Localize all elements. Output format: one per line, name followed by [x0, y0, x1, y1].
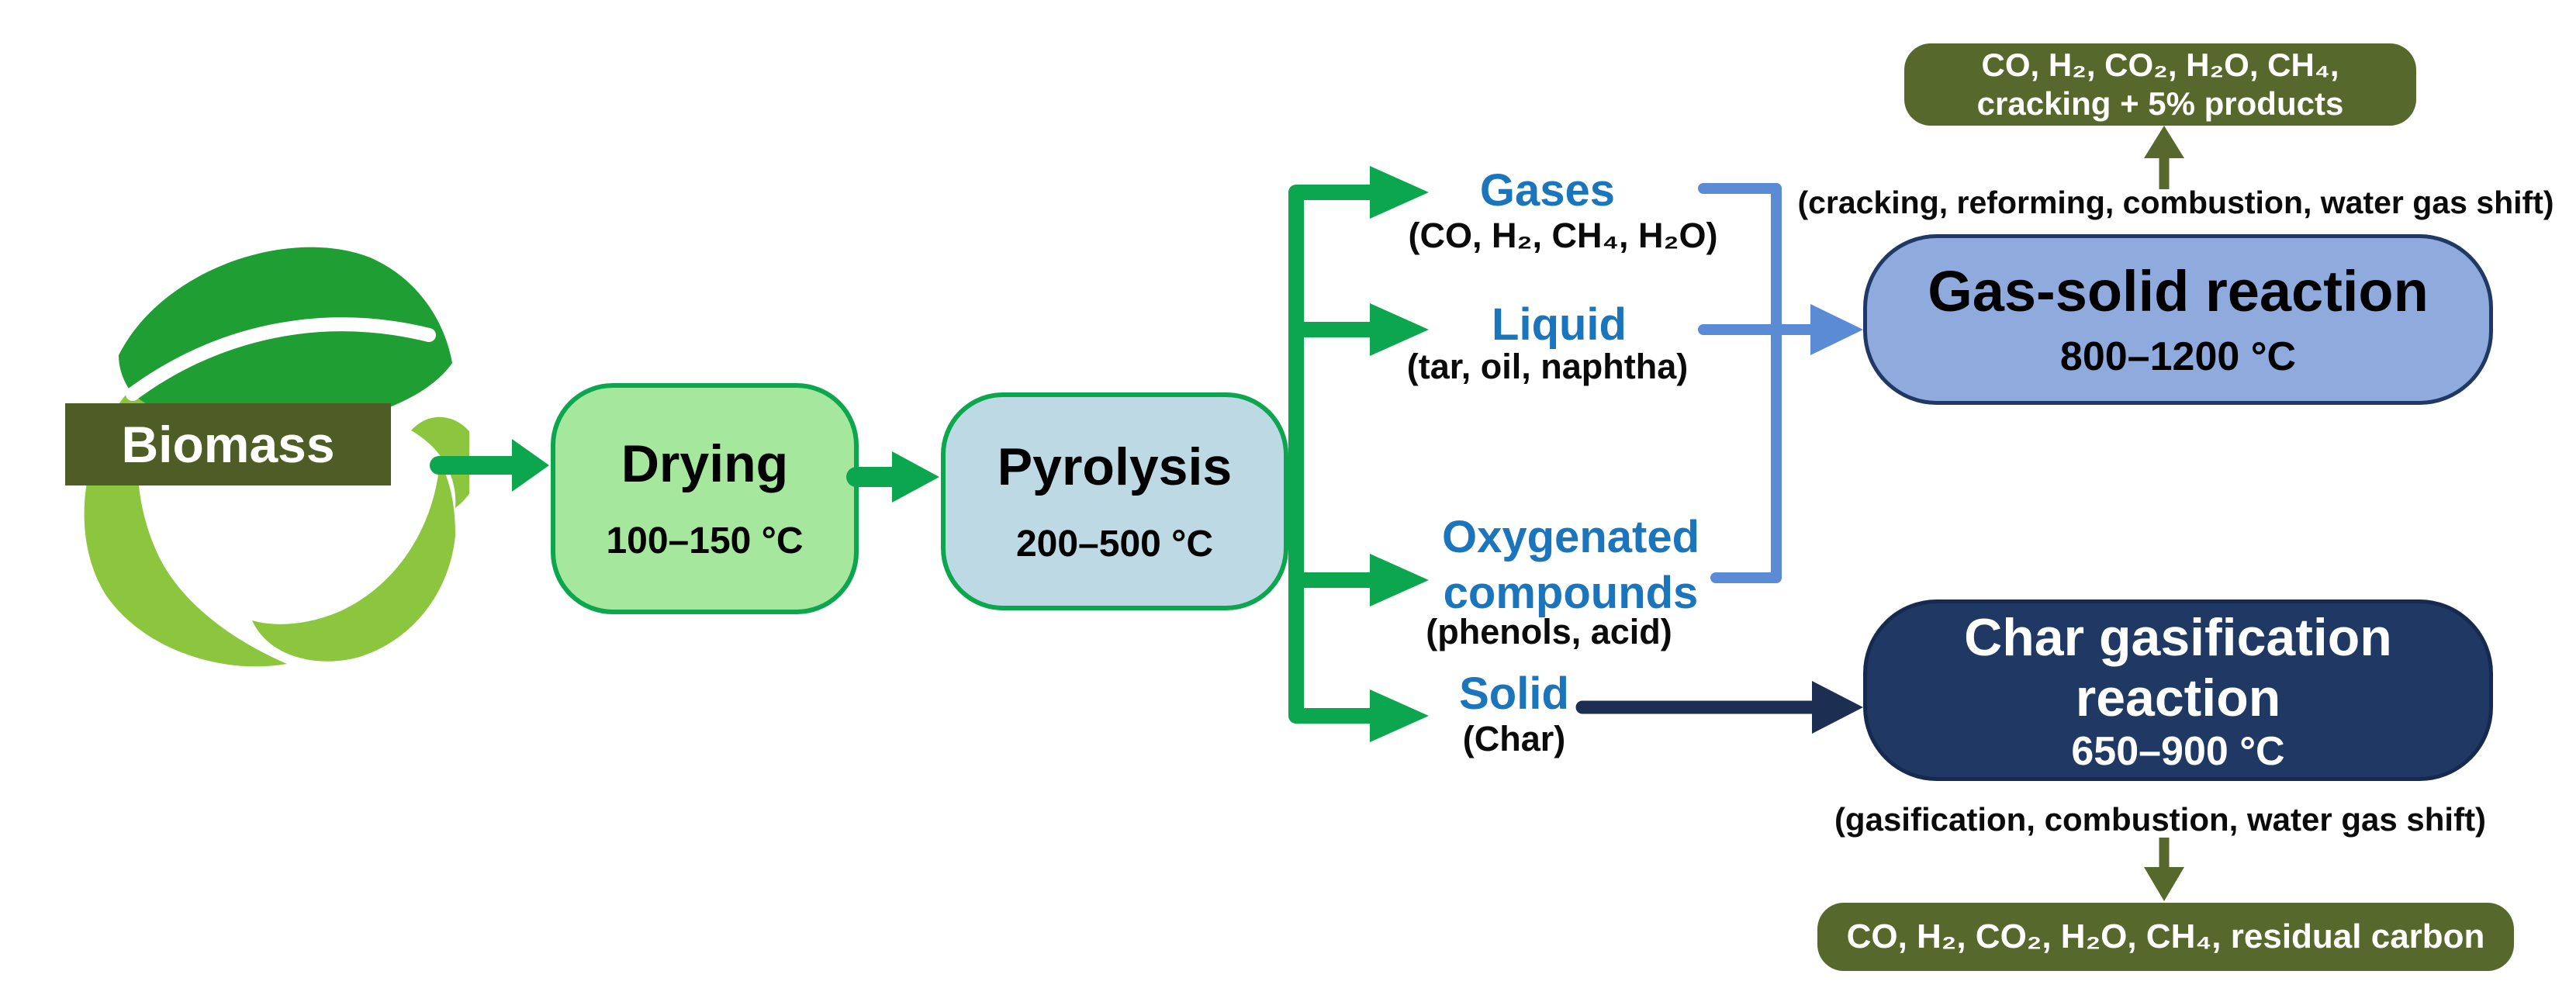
- biomass-label: Biomass: [121, 416, 335, 473]
- gas-solid-reaction-box: Gas-solid reaction 800–1200 °C: [1863, 234, 2493, 405]
- gas-solid-products-box: CO, H₂, CO₂, H₂O, CH₄, cracking + 5% pro…: [1904, 43, 2416, 126]
- char-products-box: CO, H₂, CO₂, H₂O, CH₄, residual carbon: [1817, 903, 2514, 971]
- biomass-label-banner: Biomass: [65, 403, 391, 485]
- product-composition-oxygenated: (phenols, acid): [1426, 612, 1672, 651]
- leaf-vein-icon: [126, 317, 436, 401]
- pyrolysis-box: Pyrolysis 200–500 °C: [941, 392, 1288, 610]
- product-label-liquid: Liquid: [1492, 299, 1627, 350]
- leaf-swoosh-bottom-icon: [252, 461, 455, 662]
- branch-arrowhead-gases: [1370, 166, 1429, 219]
- char-gasification-mechanisms-note: (gasification, combustion, water gas shi…: [1834, 801, 2487, 838]
- arrowhead-to-gas-solid: [1810, 304, 1863, 355]
- gas-solid-products-line2: cracking + 5% products: [1976, 85, 2344, 122]
- arrow-gas-solid-to-products: [2144, 126, 2184, 189]
- pyrolysis-temperature: 200–500 °C: [1015, 523, 1214, 565]
- product-composition-gases: (CO, H₂, CH₄, H₂O): [1408, 216, 1718, 255]
- char-gasification-reaction-temperature: 650–900 °C: [2071, 729, 2285, 774]
- product-composition-liquid: (tar, oil, naphtha): [1406, 347, 1689, 386]
- leaf-top-icon: [119, 247, 452, 430]
- gas-solid-products-line1: CO, H₂, CO₂, H₂O, CH₄,: [1981, 47, 2339, 83]
- product-label-gases: Gases: [1479, 165, 1616, 216]
- drying-box: Drying 100–150 °C: [551, 383, 859, 614]
- arrow-solid-to-char-gasification: [1575, 681, 1863, 734]
- gas-solid-reaction-title: Gas-solid reaction: [1928, 259, 2429, 323]
- arrow-char-to-products: [2144, 838, 2184, 901]
- gas-solid-mechanisms-note: (cracking, reforming, combustion, water …: [1797, 185, 2554, 220]
- product-label-oxygenated-compounds: Oxygenated compounds: [1442, 512, 1699, 618]
- biomass-logo: Biomass: [58, 233, 480, 675]
- branch-arrowhead-solid: [1370, 689, 1429, 742]
- drying-temperature: 100–150 °C: [606, 520, 804, 561]
- gas-solid-reaction-temperature: 800–1200 °C: [2059, 334, 2297, 379]
- arrow-drying-to-pyrolysis: [846, 451, 939, 503]
- char-products-line: CO, H₂, CO₂, H₂O, CH₄, residual carbon: [1846, 917, 2485, 955]
- product-composition-solid: (Char): [1462, 719, 1566, 758]
- product-label-solid: Solid: [1459, 669, 1569, 719]
- char-gasification-reaction-box: Char gasification reaction 650–900 °C: [1863, 599, 2493, 781]
- pyrolysis-title: Pyrolysis: [997, 437, 1233, 496]
- char-gasification-reaction-title: Char gasification reaction: [1964, 608, 2392, 727]
- drying-title: Drying: [621, 434, 789, 493]
